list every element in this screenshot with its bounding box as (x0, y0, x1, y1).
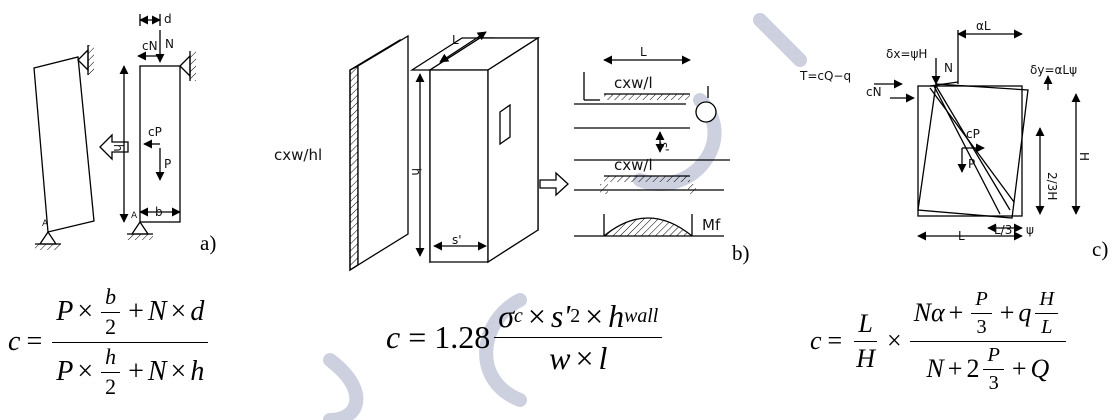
window-opening (499, 103, 511, 146)
pin-support-icon (35, 230, 61, 250)
panel-b-labels: cxw/hl L h s' L cxw/l s' cxw/l Mf b) (274, 33, 750, 265)
label-N: N (944, 61, 953, 75)
label-A-right: A (131, 211, 138, 221)
label-L-beam: L (640, 45, 647, 59)
f3-lhs: c (810, 326, 822, 355)
label-load: cxw/hl (274, 146, 322, 164)
f3-den-N: N (926, 354, 944, 383)
f2-l: l (598, 339, 608, 376)
label-H: H (1077, 152, 1091, 161)
f1-lhs: c (8, 326, 21, 357)
hollow-arrow-icon (539, 171, 569, 197)
label-N: N (165, 37, 174, 51)
pin-support-icon (127, 220, 153, 240)
f2-w: w (549, 339, 571, 376)
f2-sigma: σ (498, 297, 515, 334)
label-h: h (111, 144, 125, 152)
panel-tag-b: b) (732, 241, 750, 265)
label-cxw-top: cxw/l (614, 74, 653, 92)
panel-tag-c: c) (1092, 237, 1108, 261)
label-cN: cN (866, 85, 882, 99)
tilted-wall (33, 56, 95, 233)
label-cP: cP (966, 127, 980, 141)
label-Mf: Mf (702, 216, 721, 234)
f2-h-sub: wall (624, 304, 659, 327)
panel-a-labels: d cN N h cP P b A A a) (42, 12, 216, 255)
moment-diagram (603, 217, 693, 237)
f2-sigma-sub: c (514, 304, 523, 327)
label-cN: cN (142, 39, 158, 53)
label-L-third: L/3 (994, 223, 1012, 237)
f2-coef: 1.28 (434, 318, 491, 355)
label-psi: ψ (1026, 223, 1034, 237)
roller-support-icon (695, 101, 717, 123)
f2-h: h (608, 297, 625, 334)
panel-b (349, 31, 730, 272)
f1-den-h: h (190, 356, 205, 387)
panel-c (874, 29, 1081, 241)
label-A-left: A (42, 219, 49, 229)
f1-num-N: N (147, 296, 167, 327)
f2-lhs: c (386, 318, 401, 355)
rocking-wall (917, 85, 1023, 217)
f1-num-plus: + (128, 296, 144, 327)
f1-den-P: P (56, 356, 74, 387)
label-cP: cP (148, 125, 162, 139)
panel-a (33, 14, 196, 250)
pin-support-icon (77, 45, 94, 75)
f3-num-N: N (913, 298, 932, 327)
f2-s-sup: 2 (570, 304, 581, 327)
f3-den-Q: Q (1030, 354, 1050, 383)
f3-den-2: 2 (966, 354, 980, 383)
f3-num-q: q (1018, 298, 1032, 327)
label-P: P (968, 157, 975, 171)
panel-c-labels: αL δx=ψH N T=cQ−q cN δy=αLψ cP P H 2/3H … (799, 19, 1108, 261)
label-s-mid: s' (657, 142, 671, 152)
label-s-bottom: s' (452, 233, 462, 247)
label-T: T=cQ−q (799, 69, 851, 83)
label-cxw-bottom: cxw/l (614, 156, 653, 174)
f2-s: s' (550, 297, 571, 334)
pin-support-icon (179, 51, 196, 81)
label-L: L (452, 33, 459, 47)
label-2-3H: 2/3H (1045, 172, 1059, 200)
panel-tag-a: a) (200, 231, 216, 255)
f1-num-P: P (56, 296, 74, 327)
label-h: h (409, 168, 423, 176)
label-alphaL: αL (976, 19, 991, 33)
label-d: d (164, 12, 172, 26)
f1-den-N: N (147, 356, 167, 387)
label-dy: δy=αLψ (1030, 63, 1077, 77)
f3-L-over-H: L H (854, 308, 877, 373)
f3-num-alpha: α (931, 298, 945, 327)
label-L: L (958, 229, 965, 243)
f1-den-plus: + (128, 356, 144, 387)
label-b: b (155, 205, 163, 219)
label-P: P (164, 157, 171, 171)
f1-num-d: d (190, 296, 205, 327)
label-dx: δx=ψH (886, 47, 927, 61)
